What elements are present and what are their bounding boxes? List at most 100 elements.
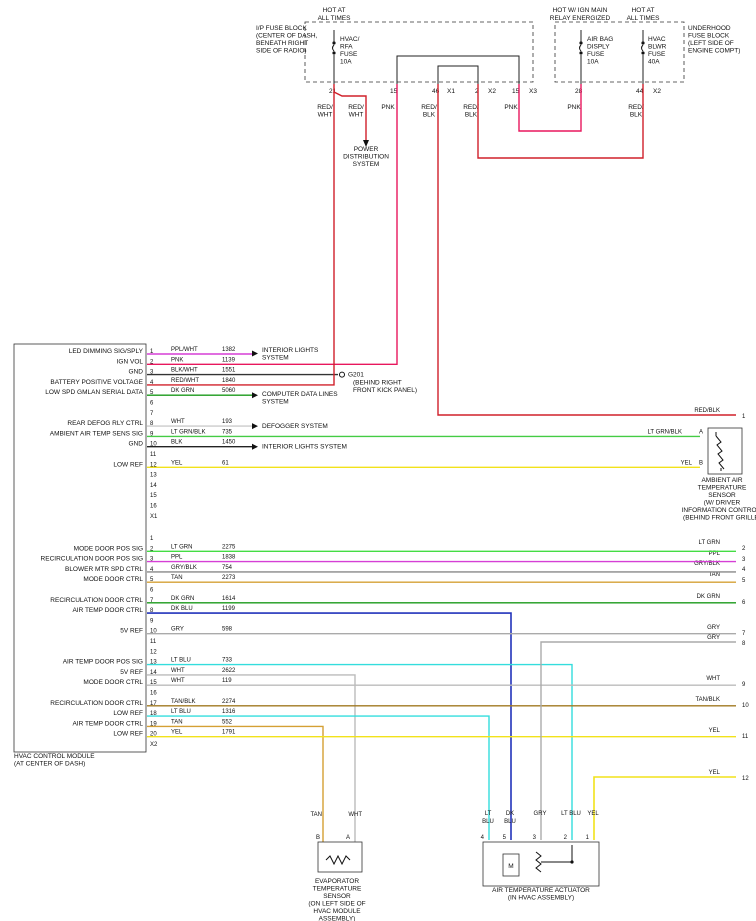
airbag-fuse-label: 10A bbox=[587, 59, 599, 66]
module-pin-number: 9 bbox=[150, 618, 154, 624]
wire-color-label: GRY bbox=[707, 635, 720, 641]
ip-fuse-block-label: I/P FUSE BLOCK bbox=[256, 25, 307, 32]
module-pin-function: AIR TEMP DOOR CTRL bbox=[72, 720, 143, 727]
wire-color-label: GRY/BLK bbox=[694, 561, 720, 567]
actuator-pin-label: 1 bbox=[586, 835, 590, 841]
hvac-blwr-terminal-bottom bbox=[641, 51, 645, 55]
wire-color-code: WHT bbox=[171, 678, 185, 684]
connector-x1-label: X1 bbox=[150, 514, 158, 520]
wire-color-code: WHT bbox=[171, 419, 185, 425]
wire-color-label: YEL bbox=[709, 728, 721, 734]
wire-color-code: TAN/BLK bbox=[171, 699, 196, 705]
power-distribution-label: SYSTEM bbox=[353, 161, 380, 168]
wire-color-label: YEL bbox=[681, 460, 693, 466]
hot-at-all-times-label: HOT AT bbox=[323, 7, 346, 14]
hvac-module-label: HVAC CONTROL MODULE bbox=[14, 753, 95, 760]
ambient-sensor-label: AMBIENT AIR bbox=[701, 477, 742, 484]
wire-color-label: LT GRN bbox=[699, 540, 720, 546]
underhood-fuse-block-label: UNDERHOOD bbox=[688, 25, 731, 32]
wire-color-label: WHT bbox=[348, 812, 362, 818]
module-pin-function: GND bbox=[129, 369, 144, 376]
module-pin-number: 8 bbox=[150, 421, 154, 427]
hvac-blwr-fuse-label: BLWR bbox=[648, 44, 667, 51]
module-pin-number: 4 bbox=[150, 567, 154, 573]
circuit-number: 733 bbox=[222, 658, 233, 664]
wire-color-code: BLK/WHT bbox=[171, 368, 198, 374]
hvac-rfa-fuse-icon bbox=[332, 44, 335, 52]
airbag-fuse-label: FUSE bbox=[587, 51, 605, 58]
module-pin-function: AIR TEMP DOOR POS SIG bbox=[63, 659, 143, 666]
connector-pin-label: X2 bbox=[488, 88, 496, 95]
ambient-sensor-label: SENSOR bbox=[708, 492, 736, 499]
connector-pin-label: X1 bbox=[447, 88, 455, 95]
low-ref-wire bbox=[147, 715, 490, 840]
hot-ign-main-label: HOT W/ IGN MAIN bbox=[553, 7, 608, 14]
module-pin-number: 13 bbox=[150, 660, 157, 666]
module-pin-number: 14 bbox=[150, 483, 157, 489]
module-pin-function: RECIRCULATION DOOR CTRL bbox=[50, 597, 143, 604]
evaporator-sensor-label: EVAPORATOR bbox=[315, 878, 359, 885]
wire-color-code: PNK bbox=[171, 357, 183, 363]
motor-box bbox=[502, 853, 520, 877]
evaporator-sensor-label: TEMPERATURE bbox=[313, 886, 362, 893]
arrow-icon bbox=[252, 443, 258, 450]
evaporator-sensor-label: (ON LEFT SIDE OF bbox=[308, 901, 365, 908]
wire-color-code: TAN bbox=[171, 719, 183, 725]
module-pin-function: GND bbox=[129, 441, 144, 448]
module-pin-number: 14 bbox=[150, 670, 157, 676]
wire-color-label: DK GRN bbox=[697, 594, 720, 600]
continuation-number: 7 bbox=[742, 631, 746, 637]
g201-location-label: FRONT KICK PANEL) bbox=[353, 387, 417, 394]
module-pin-number: 11 bbox=[150, 452, 157, 458]
wire-color-label: RED/ bbox=[628, 104, 644, 111]
wire-color-code: YEL bbox=[171, 730, 183, 736]
connector-pin-label: B bbox=[699, 460, 703, 466]
actuator-wire-label: YEL bbox=[587, 811, 599, 817]
red-blk-loop-wire bbox=[477, 84, 644, 159]
circuit-number: 1382 bbox=[222, 347, 236, 353]
actuator-pin-label: 4 bbox=[481, 835, 485, 841]
module-pin-number: 6 bbox=[150, 401, 154, 407]
connector-pin-label: A bbox=[346, 835, 350, 841]
hvac-blwr-fuse-icon bbox=[641, 44, 644, 52]
hvac-control-module bbox=[13, 343, 147, 753]
hvac-rfa-fuse-label: HVAC/ bbox=[340, 36, 360, 43]
five-v-ref-wire bbox=[147, 674, 356, 842]
pnk-loop-wire bbox=[518, 84, 582, 132]
module-pin-function: IGN VOL bbox=[117, 358, 144, 365]
ip-fuse-block bbox=[304, 21, 534, 83]
module-pin-number: 5 bbox=[150, 577, 154, 583]
module-pin-number: 12 bbox=[150, 649, 157, 655]
ground-icon bbox=[339, 371, 345, 378]
actuator-wire-label: GRY bbox=[534, 811, 547, 817]
wire-color-label: PNK bbox=[567, 104, 581, 111]
g201-label: G201 bbox=[348, 372, 364, 379]
air-temp-pos-wire bbox=[147, 663, 573, 840]
wire-color-code: DK BLU bbox=[171, 606, 193, 612]
circuit-number: 754 bbox=[222, 565, 233, 571]
actuator-label: (IN HVAC ASSEMBLY) bbox=[508, 895, 574, 902]
hot-at-all-times-label: HOT AT bbox=[632, 7, 655, 14]
continuation-number: 11 bbox=[742, 734, 749, 740]
circuit-number: 1450 bbox=[222, 440, 236, 446]
power-distribution-label: POWER bbox=[354, 146, 379, 153]
module-pin-number: 18 bbox=[150, 711, 157, 717]
potentiometer-icon bbox=[535, 851, 542, 873]
air-temperature-actuator bbox=[482, 841, 600, 887]
connector-pin-label: 2 bbox=[475, 88, 479, 95]
continuation-number: 3 bbox=[742, 557, 746, 563]
wire-color-label: RED/ bbox=[463, 104, 479, 111]
wire-color-code: LT BLU bbox=[171, 658, 191, 664]
connector-pin-label: X3 bbox=[529, 88, 537, 95]
connector-pin-label: X2 bbox=[653, 88, 661, 95]
circuit-number: 2273 bbox=[222, 575, 236, 581]
circuit-number: 1199 bbox=[222, 606, 236, 612]
wire-color-code: TAN bbox=[171, 575, 183, 581]
module-pin-function: LED DIMMING SIG/SPLY bbox=[69, 348, 144, 355]
module-pin-number: 1 bbox=[150, 349, 154, 355]
module-pin-number: 15 bbox=[150, 493, 157, 499]
arrow-icon bbox=[252, 392, 258, 399]
continuation-number: 9 bbox=[742, 682, 746, 688]
wire-color-code: WHT bbox=[171, 668, 185, 674]
